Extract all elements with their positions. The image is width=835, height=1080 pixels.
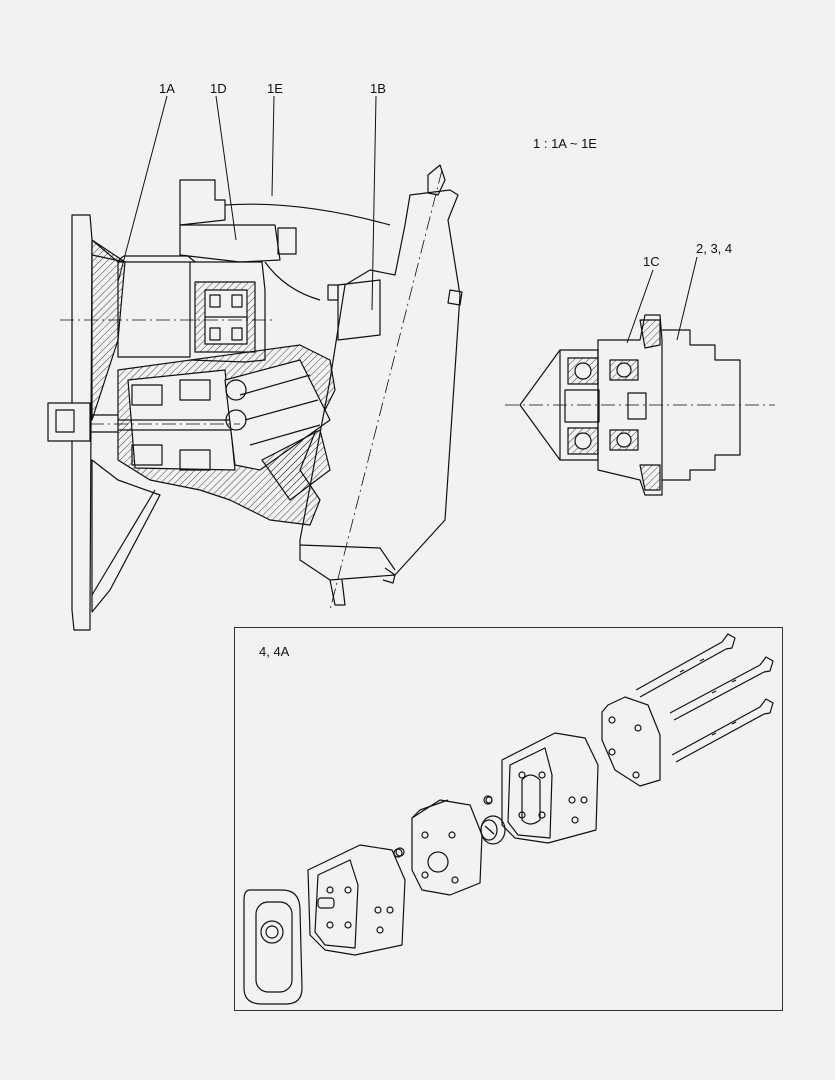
callout-1a: 1A [159,81,175,96]
callout-1b: 1B [370,81,386,96]
callout-leaders [117,95,698,344]
callout-2-3-4: 2, 3, 4 [696,241,733,256]
callout-1c: 1C [643,254,660,269]
main-assembly-section [47,164,463,631]
callout-4-4a: 4, 4A [259,644,290,659]
callout-scope: 1 : 1A ~ 1E [533,136,597,151]
detail-section-1c [505,314,775,496]
callout-1d: 1D [210,81,227,96]
exploded-view-frame [234,627,783,1011]
exploded-pump-parts [243,633,774,1005]
callout-1e: 1E [267,81,283,96]
